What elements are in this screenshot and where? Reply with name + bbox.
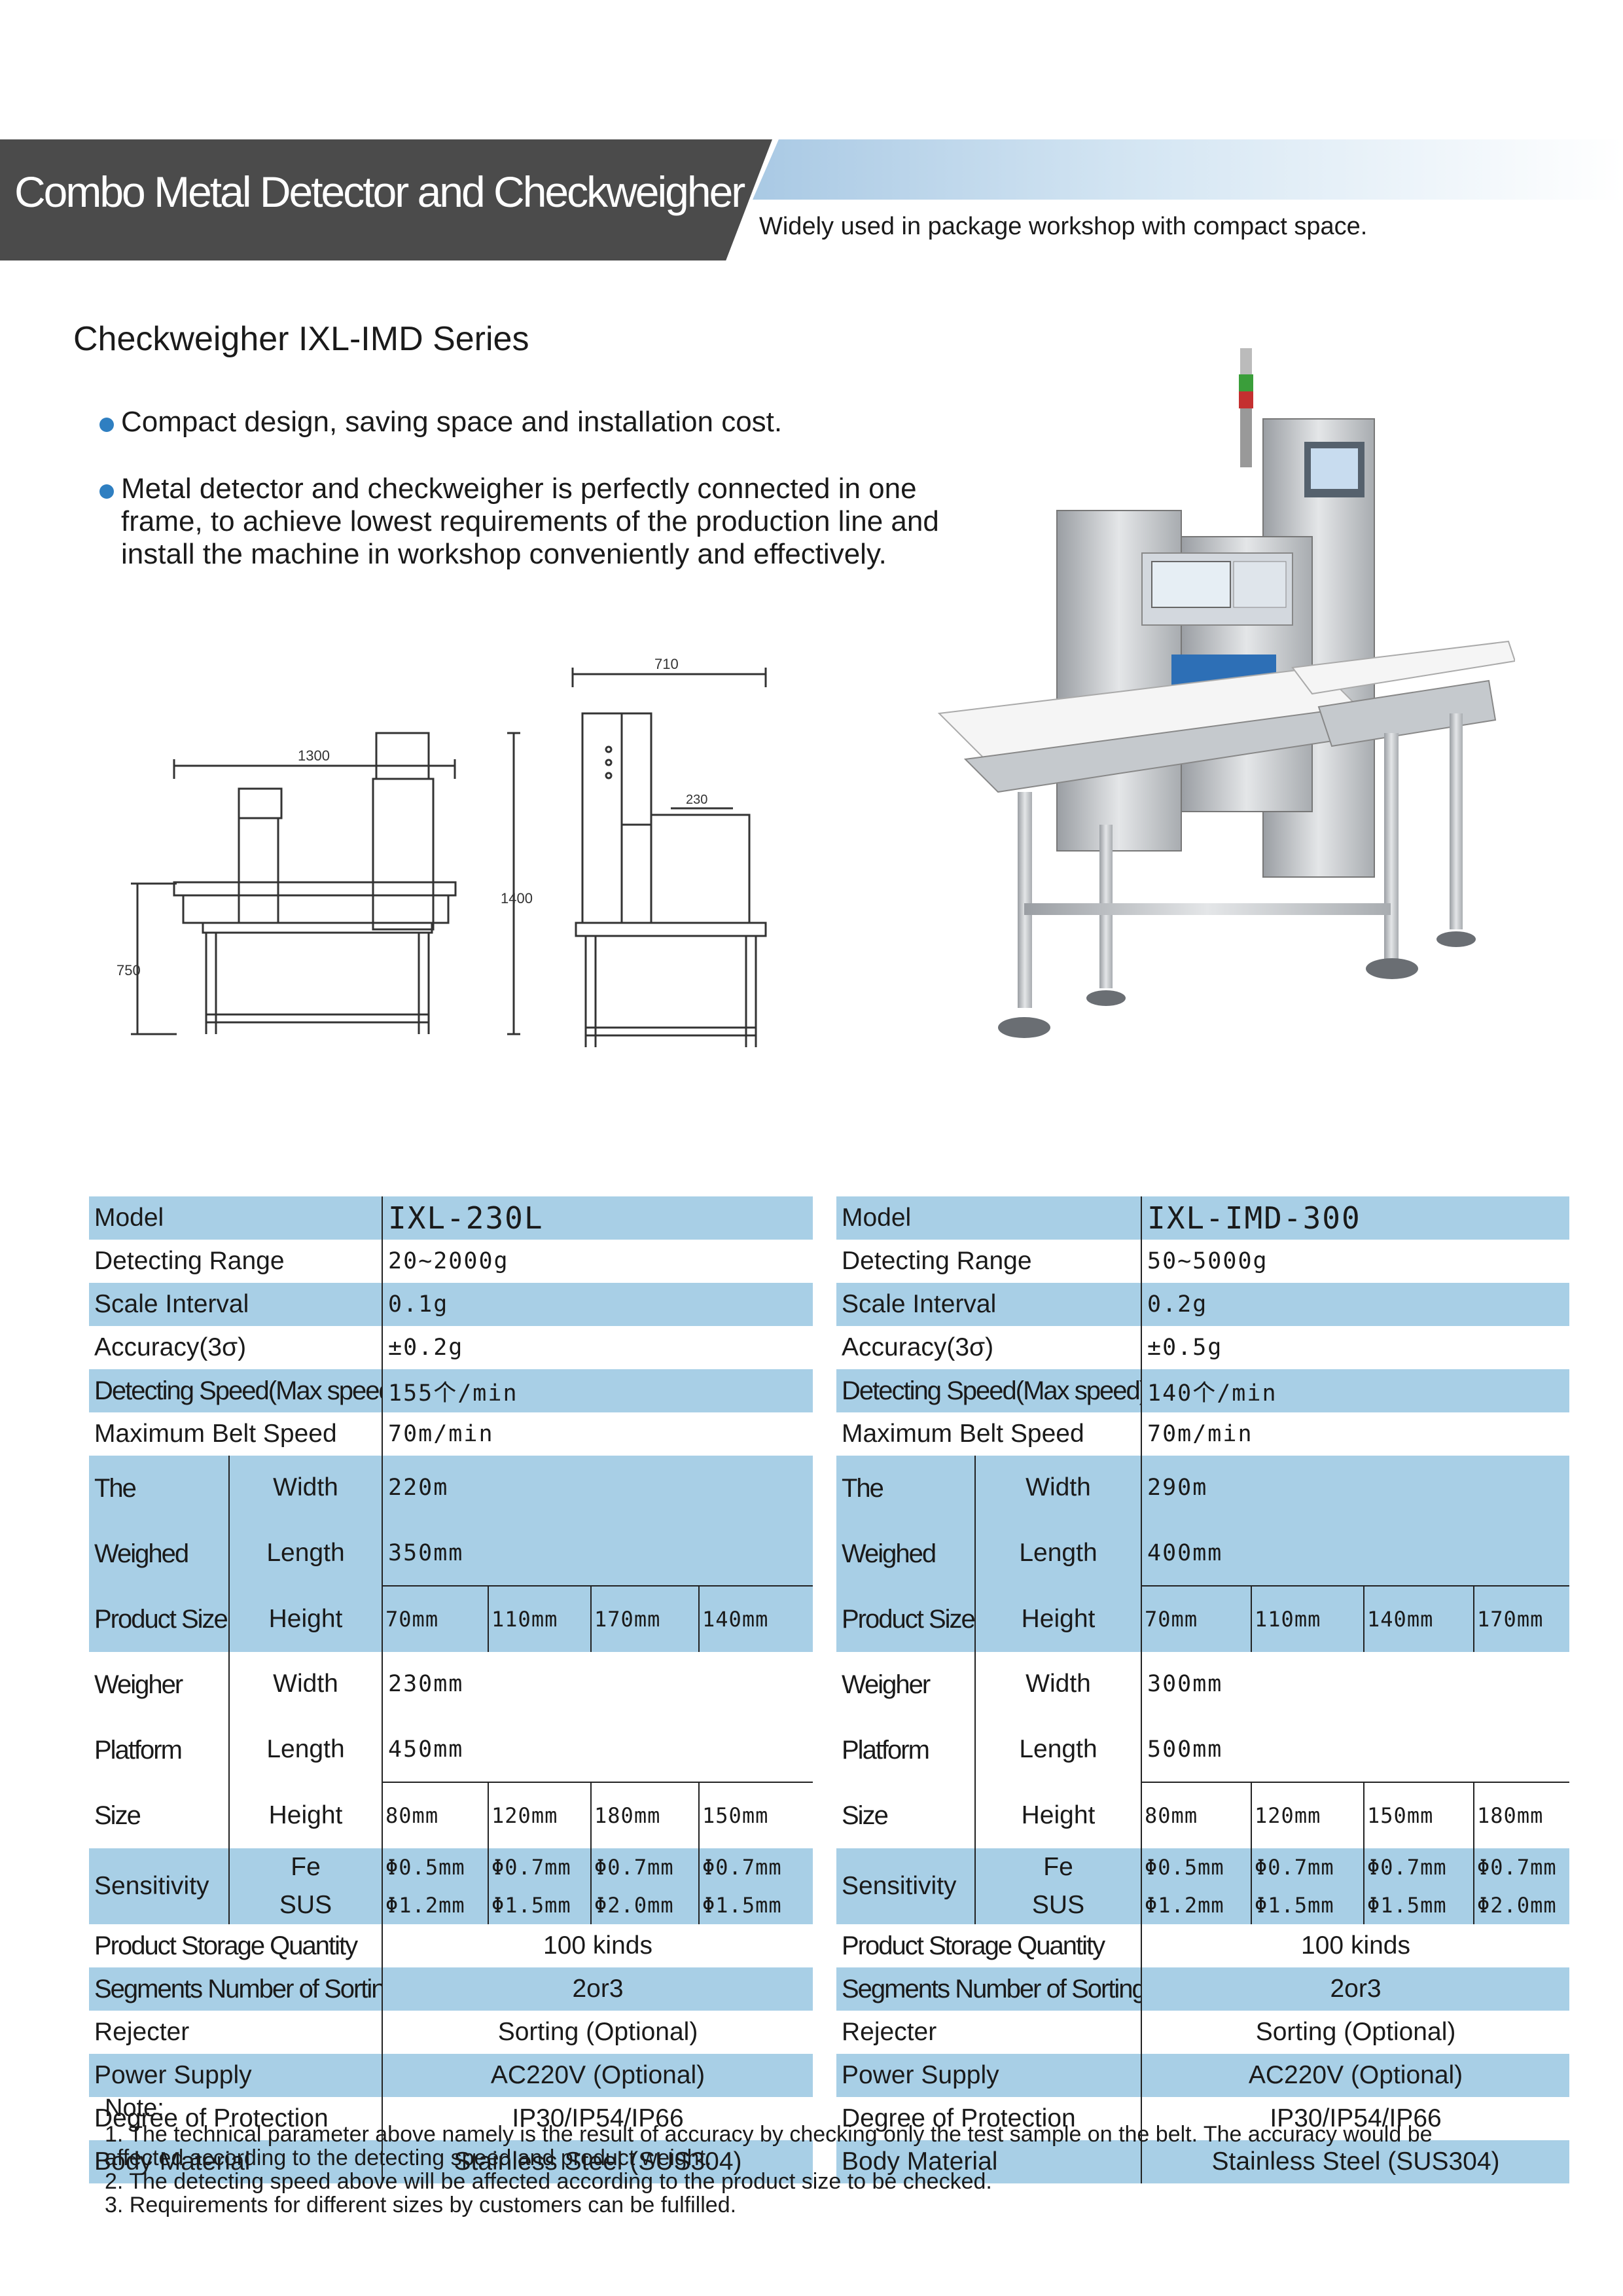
spec-table-right: Model IXL-IMD-300 Detecting Range 50~500… (836, 1196, 1570, 2183)
row-product-height: Height 70mm 110mm 170mm 140mm (89, 1585, 813, 1652)
row-sensitivity-fe: Sensitivity Fe Φ0.5mm Φ0.7mm Φ0.7mm Φ0.7… (89, 1848, 813, 1924)
dim-length: 1300 (298, 747, 330, 764)
notes-heading: Note: (105, 2094, 164, 2122)
row-platform-length: Length 450mm (89, 1716, 813, 1783)
row-platform-height: Height 80mm 120mm 180mm 150mm (89, 1782, 813, 1848)
machine-photo (937, 348, 1515, 1038)
row-material: Body Material Stainless Steel (SUS304) (836, 2140, 1570, 2183)
row-scale-interval: Scale Interval 0.1g (89, 1283, 813, 1326)
row-segments: Segments Number of Sorting 2or3 (89, 1967, 813, 2011)
row-sensitivity-fe: Sensitivity Fe Φ0.5mm Φ0.7mm Φ0.7mm Φ0.7… (836, 1848, 1570, 1924)
model-value: IXL-IMD-300 (1141, 1196, 1570, 1240)
front-view: 1300 750 1400 (116, 732, 533, 1035)
row-detecting-speed: Detecting Speed(Max speed) 140个/min (836, 1369, 1570, 1412)
row-model: Model IXL-IMD-300 (836, 1196, 1570, 1240)
row-protection: Degree of Protection IP30/IP54/IP66 (89, 2097, 813, 2140)
feature-list: Compact design, saving space and install… (99, 406, 939, 605)
dim-total-height: 1400 (501, 890, 533, 906)
row-power: Power Supply AC220V (Optional) (89, 2054, 813, 2097)
row-scale-interval: Scale Interval 0.2g (836, 1283, 1570, 1326)
row-platform-length: Length 500mm (836, 1716, 1569, 1783)
row-storage: Product Storage Quantity 100 kinds (89, 1924, 813, 1967)
dim-inner: 230 (686, 793, 707, 807)
page-title: Combo Metal Detector and Checkweigher (14, 168, 745, 216)
technical-drawing: 1300 750 1400 710 230 (116, 656, 767, 1047)
row-detecting-speed: Detecting Speed(Max speed) 155个/min (89, 1369, 813, 1412)
row-power: Power Supply AC220V (Optional) (836, 2054, 1570, 2097)
header-banner: Combo Metal Detector and Checkweigher Wi… (0, 139, 1623, 260)
feature-item: Compact design, saving space and install… (99, 406, 939, 439)
row-platform-height: Height 80mm 120mm 150mm 180mm (836, 1782, 1570, 1848)
bullet-icon (99, 418, 114, 432)
row-accuracy: Accuracy(3σ) ±0.2g (89, 1326, 813, 1369)
row-segments: Segments Number of Sorting 2or3 (836, 1967, 1570, 2011)
bullet-icon (99, 484, 114, 499)
feature-item: Metal detector and checkweigher is perfe… (99, 473, 939, 571)
row-detecting-range: Detecting Range 50~5000g (836, 1240, 1569, 1283)
note-line: affected according to the detecting spee… (105, 2145, 712, 2170)
banner-dark-band: Combo Metal Detector and Checkweigher (0, 139, 772, 260)
dim-table-height: 750 (116, 962, 141, 978)
spec-table-left: Model IXL-230L Detecting Range 20~2000g … (89, 1196, 813, 2183)
row-product-length: Length 400mm (836, 1520, 1570, 1587)
row-model: Model IXL-230L (89, 1196, 813, 1240)
row-rejecter: Rejecter Sorting (Optional) (89, 2011, 813, 2054)
row-sensitivity-sus: SUS Φ1.2mm Φ1.5mm Φ1.5mm Φ2.0mm (836, 1886, 1570, 1924)
side-view: 710 230 (571, 656, 767, 1047)
model-value: IXL-230L (382, 1196, 813, 1240)
row-product-height: Height 70mm 110mm 140mm 170mm (836, 1585, 1570, 1652)
row-belt-speed: Maximum Belt Speed 70m/min (89, 1412, 813, 1456)
row-accuracy: Accuracy(3σ) ±0.5g (836, 1326, 1569, 1369)
series-title: Checkweigher IXL-IMD Series (73, 320, 529, 358)
notes-section: Note: 1. The technical parameter above n… (105, 2096, 1558, 2217)
note-line: 1. The technical parameter above namely … (105, 2122, 1433, 2147)
dim-width: 710 (654, 656, 679, 672)
row-material: Body Material Stainless Steel (SUS304) (89, 2140, 813, 2183)
note-line: 2. The detecting speed above will be aff… (105, 2169, 992, 2194)
row-protection: Degree of Protection IP30/IP54/IP66 (836, 2097, 1569, 2140)
banner-light-band (753, 139, 1623, 200)
row-rejecter: Rejecter Sorting (Optional) (836, 2011, 1569, 2054)
row-storage: Product Storage Quantity 100 kinds (836, 1924, 1569, 1967)
row-sensitivity-sus: SUS Φ1.2mm Φ1.5mm Φ2.0mm Φ1.5mm (89, 1886, 813, 1924)
row-belt-speed: Maximum Belt Speed 70m/min (836, 1412, 1569, 1456)
note-line: 3. Requirements for different sizes by c… (105, 2193, 737, 2217)
row-detecting-range: Detecting Range 20~2000g (89, 1240, 813, 1283)
row-product-length: Length 350mm (89, 1520, 813, 1587)
page-subtitle: Widely used in package workshop with com… (759, 213, 1368, 240)
